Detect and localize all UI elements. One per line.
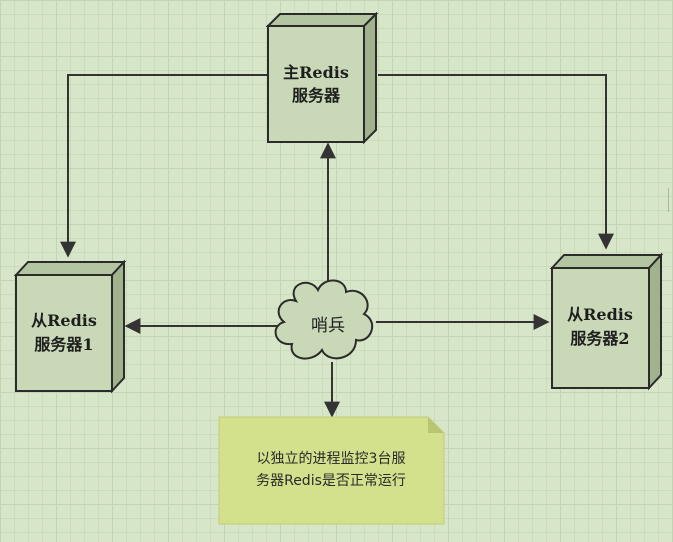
sentinel-note: 以独立的进程监控3台服 务器Redis是否正常运行 bbox=[218, 416, 445, 525]
master-server-node[interactable]: 主Redis 服务器 bbox=[265, 11, 379, 145]
master-server-label-2: 服务器 bbox=[292, 86, 341, 105]
sentinel-label: 哨兵 bbox=[311, 316, 345, 336]
edge-master-to-slave2 bbox=[378, 74, 614, 250]
edges bbox=[60, 74, 614, 418]
slave-server-1-label-2: 服务器1 bbox=[34, 335, 93, 354]
sentinel-cloud-node[interactable]: 哨兵 bbox=[274, 279, 374, 360]
slave-server-2-node[interactable]: 从Redis 服务器2 bbox=[549, 252, 664, 391]
note-line-1: 以独立的进程监控3台服 bbox=[257, 451, 406, 467]
edge-master-to-slave1 bbox=[60, 74, 268, 258]
canvas-edge-marker bbox=[668, 188, 673, 212]
slave-server-2-label-2: 服务器2 bbox=[570, 329, 629, 348]
master-server-label-1: 主Redis bbox=[283, 63, 349, 82]
slave-server-2-label-1: 从Redis bbox=[567, 305, 633, 324]
slave-server-1-node[interactable]: 从Redis 服务器1 bbox=[13, 259, 127, 394]
slave-server-1-label-1: 从Redis bbox=[31, 311, 97, 330]
note-line-2: 务器Redis是否正常运行 bbox=[256, 473, 406, 489]
